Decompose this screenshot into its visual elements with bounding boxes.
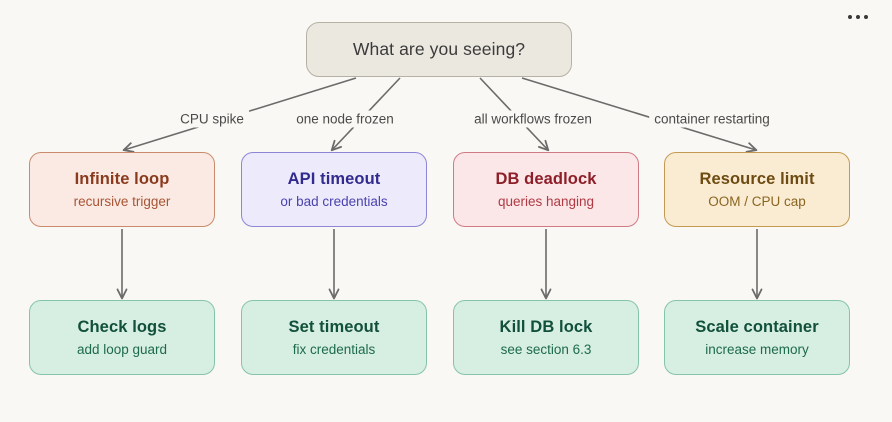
node-fix-scale-container[interactable]: Scale container increase memory bbox=[664, 300, 850, 375]
node-fix-kill-db-lock-title: Kill DB lock bbox=[499, 317, 593, 336]
node-cause-resource-limit-subtitle: OOM / CPU cap bbox=[708, 193, 806, 209]
node-root-title: What are you seeing? bbox=[352, 38, 526, 59]
node-fix-check-logs-title: Check logs bbox=[77, 317, 167, 336]
node-cause-api-timeout[interactable]: API timeout or bad credentials bbox=[241, 152, 427, 227]
node-cause-resource-limit-title: Resource limit bbox=[699, 169, 815, 188]
ellipsis-menu-button[interactable] bbox=[844, 11, 872, 23]
ellipsis-dot-3 bbox=[864, 15, 868, 19]
node-root-question[interactable]: What are you seeing? bbox=[306, 22, 572, 77]
node-fix-scale-container-title: Scale container bbox=[695, 317, 819, 336]
node-fix-scale-container-subtitle: increase memory bbox=[705, 341, 809, 357]
edge-label-all-workflows-frozen: all workflows frozen bbox=[469, 110, 597, 128]
node-fix-kill-db-lock[interactable]: Kill DB lock see section 6.3 bbox=[453, 300, 639, 375]
edge-label-container-restarting: container restarting bbox=[649, 110, 775, 128]
node-fix-check-logs[interactable]: Check logs add loop guard bbox=[29, 300, 215, 375]
ellipsis-dot-1 bbox=[848, 15, 852, 19]
node-fix-set-timeout-title: Set timeout bbox=[288, 317, 380, 336]
node-fix-check-logs-subtitle: add loop guard bbox=[76, 341, 168, 357]
edge-label-cpu-spike: CPU spike bbox=[175, 110, 249, 128]
node-fix-set-timeout[interactable]: Set timeout fix credentials bbox=[241, 300, 427, 375]
node-cause-infinite-loop-subtitle: recursive trigger bbox=[73, 193, 171, 209]
node-cause-infinite-loop[interactable]: Infinite loop recursive trigger bbox=[29, 152, 215, 227]
ellipsis-dot-2 bbox=[856, 15, 860, 19]
node-cause-db-deadlock-title: DB deadlock bbox=[495, 169, 597, 188]
node-cause-api-timeout-title: API timeout bbox=[287, 169, 381, 188]
node-cause-infinite-loop-title: Infinite loop bbox=[74, 169, 170, 188]
node-fix-kill-db-lock-subtitle: see section 6.3 bbox=[500, 341, 592, 357]
node-cause-db-deadlock[interactable]: DB deadlock queries hanging bbox=[453, 152, 639, 227]
node-cause-api-timeout-subtitle: or bad credentials bbox=[280, 193, 388, 209]
node-cause-db-deadlock-subtitle: queries hanging bbox=[497, 193, 595, 209]
edge-label-one-node-frozen: one node frozen bbox=[291, 110, 399, 128]
node-cause-resource-limit[interactable]: Resource limit OOM / CPU cap bbox=[664, 152, 850, 227]
node-fix-set-timeout-subtitle: fix credentials bbox=[292, 341, 376, 357]
